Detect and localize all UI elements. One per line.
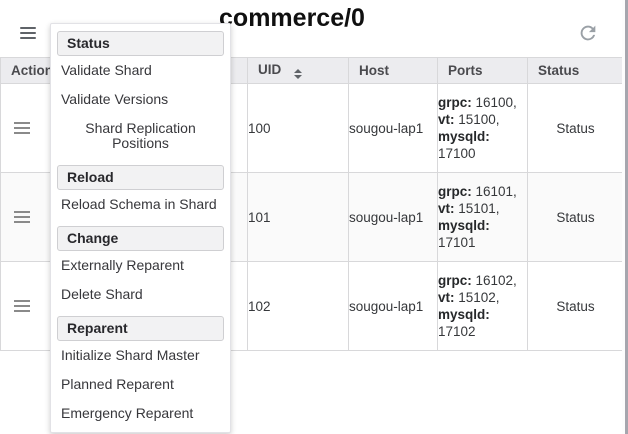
menu-item-externally-reparent[interactable]: Externally Reparent xyxy=(61,257,184,273)
hamburger-bar xyxy=(20,27,36,29)
page-title: commerce/0 xyxy=(219,4,365,32)
column-header-status: Status xyxy=(527,57,624,84)
tablet-status-link[interactable]: Status xyxy=(527,83,624,173)
menu-section-status: Status xyxy=(57,31,224,56)
hamburger-bar xyxy=(20,37,36,39)
menu-item-planned-reparent[interactable]: Planned Reparent xyxy=(61,376,174,392)
row-actions-menu-icon[interactable] xyxy=(14,122,30,134)
hamburger-bar xyxy=(20,32,36,34)
tablet-host: sougou-lap1 xyxy=(348,261,438,351)
tablet-host: sougou-lap1 xyxy=(348,172,438,262)
row-actions-menu-icon[interactable] xyxy=(14,300,30,312)
menu-item-validate-versions[interactable]: Validate Versions xyxy=(61,91,169,107)
menu-section-reparent: Reparent xyxy=(57,316,224,341)
shard-actions-dropdown: Status Validate Shard Validate Versions … xyxy=(50,23,231,433)
tablet-uid: 100 xyxy=(247,83,349,173)
tablet-ports: grpc: 16102, vt: 15102, mysqld: 17102 xyxy=(437,261,528,351)
menu-item-emergency-reparent[interactable]: Emergency Reparent xyxy=(61,405,194,421)
menu-item-reload-schema-in-shard[interactable]: Reload Schema in Shard xyxy=(61,196,217,212)
menu-section-reload: Reload xyxy=(57,165,224,190)
tablet-status-link[interactable]: Status xyxy=(527,172,624,262)
column-header-ports: Ports xyxy=(437,57,528,84)
tablet-ports: grpc: 16100, vt: 15100, mysqld: 17100 xyxy=(437,83,528,173)
menu-item-initialize-shard-master[interactable]: Initialize Shard Master xyxy=(61,347,200,363)
tablet-uid: 101 xyxy=(247,172,349,262)
menu-item-shard-replication-positions[interactable]: Shard Replication Positions xyxy=(85,120,196,151)
refresh-icon[interactable] xyxy=(577,22,599,44)
scrollbar-thumb[interactable] xyxy=(625,0,628,434)
tablet-host: sougou-lap1 xyxy=(348,83,438,173)
menu-item-validate-shard[interactable]: Validate Shard xyxy=(61,62,152,78)
sort-arrows-icon[interactable] xyxy=(294,69,303,79)
menu-item-delete-shard[interactable]: Delete Shard xyxy=(61,286,143,302)
hamburger-menu-icon[interactable] xyxy=(20,27,36,39)
tablet-status-link[interactable]: Status xyxy=(527,261,624,351)
menu-section-change: Change xyxy=(57,226,224,251)
column-header-uid[interactable]: UID xyxy=(247,57,349,84)
scrollbar-track[interactable] xyxy=(622,0,628,434)
column-header-host: Host xyxy=(348,57,438,84)
tablet-ports: grpc: 16101, vt: 15101, mysqld: 17101 xyxy=(437,172,528,262)
tablet-uid: 102 xyxy=(247,261,349,351)
row-actions-menu-icon[interactable] xyxy=(14,211,30,223)
